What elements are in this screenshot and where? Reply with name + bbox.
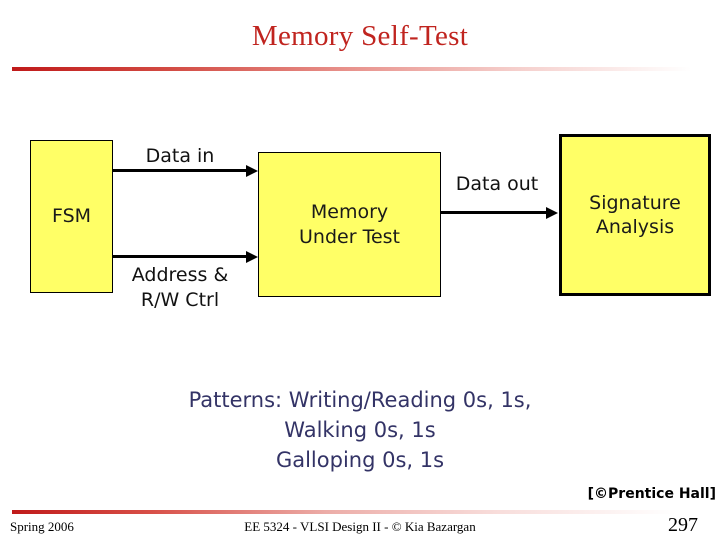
publisher-credit: [©Prentice Hall] bbox=[587, 486, 716, 502]
arrow-data-in bbox=[113, 164, 258, 177]
arrow-label-data-out: Data out bbox=[455, 173, 539, 195]
diagram-box-signature-label: Signature Analysis bbox=[589, 191, 681, 240]
diagram-box-signature-analysis: Signature Analysis bbox=[559, 134, 711, 296]
arrow-label-address-line2: R/W Ctrl bbox=[140, 288, 220, 311]
diagram-box-memory-label: Memory Under Test bbox=[299, 200, 400, 249]
footer-course-credit: EE 5324 - VLSI Design II - © Kia Bazarga… bbox=[244, 519, 476, 534]
footer-divider bbox=[12, 510, 712, 514]
diagram-box-signature-label-line2: Analysis bbox=[595, 216, 675, 238]
arrow-address-rw-ctrl bbox=[113, 250, 258, 263]
diagram-box-fsm: FSM bbox=[30, 140, 113, 293]
footer-date: Spring 2006 bbox=[10, 519, 74, 534]
diagram-box-signature-label-line1: Signature bbox=[589, 191, 681, 214]
diagram-box-memory-under-test: Memory Under Test bbox=[258, 152, 441, 297]
footer-page-number: 297 bbox=[668, 514, 698, 536]
arrow-data-out bbox=[441, 206, 558, 219]
diagram-box-memory-label-line2: Under Test bbox=[299, 225, 400, 248]
arrow-label-address-line1: Address & bbox=[131, 264, 229, 286]
diagram-box-fsm-label: FSM bbox=[51, 205, 92, 228]
arrow-label-address-rw-ctrl: Address & R/W Ctrl bbox=[100, 263, 260, 312]
patterns-line-2: Walking 0s, 1s bbox=[284, 417, 436, 442]
patterns-text: Patterns: Writing/Reading 0s, 1s, Walkin… bbox=[60, 386, 660, 475]
page-title: Memory Self-Test bbox=[251, 20, 469, 52]
arrow-label-data-in: Data in bbox=[145, 145, 215, 167]
title-divider bbox=[12, 67, 712, 71]
patterns-line-1: Patterns: Writing/Reading 0s, 1s, bbox=[188, 388, 532, 412]
diagram-box-memory-label-line1: Memory bbox=[310, 201, 389, 224]
patterns-line-3: Galloping 0s, 1s bbox=[275, 447, 445, 472]
